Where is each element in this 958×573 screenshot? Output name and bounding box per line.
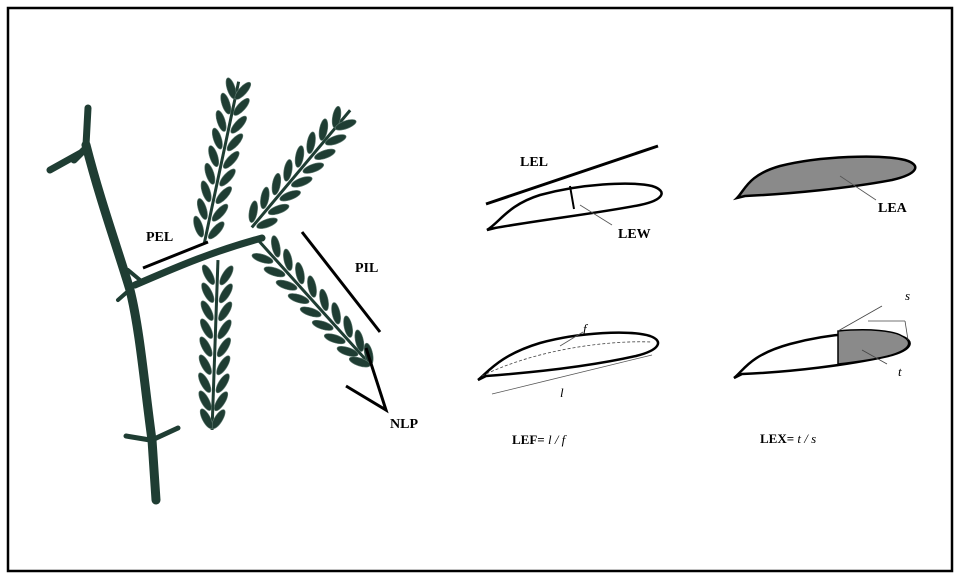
lel-label: LEL — [520, 155, 548, 170]
s-measure-line — [838, 306, 882, 331]
lef-formula-name: LEF= — [512, 432, 545, 447]
l-label: l — [560, 385, 564, 400]
leaflet-area: LEA — [737, 157, 915, 216]
leaflet-curvature: f l LEF= l / f — [478, 321, 658, 447]
pel-label: PEL — [146, 230, 173, 245]
leaflet-curved-outline — [478, 333, 658, 380]
top-twig — [50, 108, 88, 170]
nlp-label: NLP — [390, 417, 418, 432]
lew-label: LEW — [618, 227, 651, 242]
pil-label: PIL — [355, 261, 378, 276]
lex-formula-name: LEX= — [760, 431, 794, 446]
pinna-upper-right — [238, 99, 364, 239]
leaflet-tip-shaded — [838, 330, 909, 364]
main-stem — [86, 145, 156, 500]
lex-formula: LEX= t / s — [760, 431, 816, 446]
plant-illustration: PEL PIL NLP — [50, 75, 418, 500]
lef-formula-expr: l / f — [548, 432, 568, 447]
pinna-upper-left — [187, 75, 257, 247]
pinna-lower-left — [194, 259, 236, 431]
leaflet-extremity: s t LEX= t / s — [734, 288, 910, 446]
lef-formula: LEF= l / f — [512, 432, 568, 447]
leaflet-length-width: LEL LEW — [486, 146, 662, 242]
t-label: t — [898, 364, 902, 379]
leaflet-shaded — [737, 157, 915, 198]
figure-frame — [8, 8, 952, 571]
s-label: s — [905, 288, 910, 303]
lex-formula-expr: t / s — [797, 431, 816, 446]
lea-label: LEA — [878, 201, 908, 216]
